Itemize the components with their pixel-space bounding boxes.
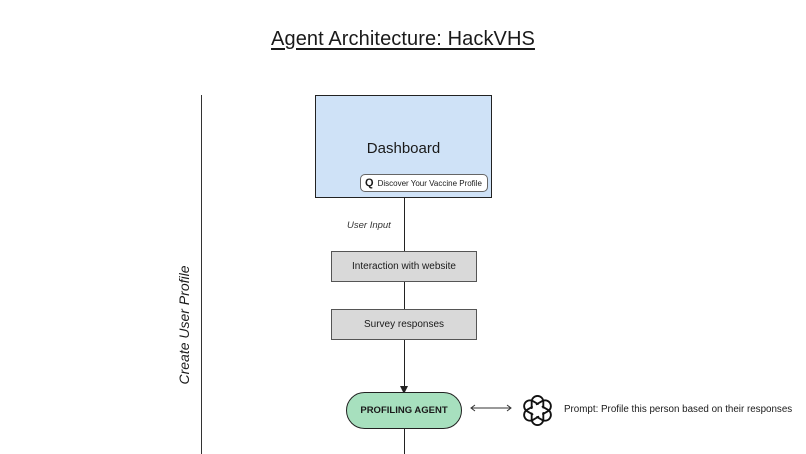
openai-logo-icon — [523, 395, 552, 426]
connector-line-interaction-to-survey — [404, 282, 405, 310]
prompt-text: Prompt: Profile this person based on the… — [564, 404, 793, 415]
connector-line-dashboard-to-interaction — [404, 198, 405, 252]
profiling-agent-node: PROFILING AGENT — [346, 392, 462, 429]
dashboard-title: Dashboard — [366, 140, 441, 157]
page-title: Agent Architecture: HackVHS — [271, 28, 535, 50]
arrow-head-icon — [400, 386, 408, 394]
connector-line-agent-out — [404, 429, 405, 454]
search-label: Discover Your Vaccine Profile — [377, 178, 482, 188]
survey-node: Survey responses — [331, 309, 477, 340]
search-icon: Q — [365, 176, 374, 189]
bidirectional-arrow-icon — [470, 404, 512, 412]
interaction-node: Interaction with website — [331, 251, 477, 282]
edge-label-user-input: User Input — [347, 220, 391, 231]
section-divider-line — [201, 95, 202, 454]
connector-line-survey-to-agent — [404, 340, 405, 387]
discover-profile-search-button[interactable]: Q Discover Your Vaccine Profile — [360, 174, 488, 192]
dashboard-node: Dashboard Q Discover Your Vaccine Profil… — [315, 95, 492, 198]
section-label: Create User Profile — [176, 265, 192, 385]
